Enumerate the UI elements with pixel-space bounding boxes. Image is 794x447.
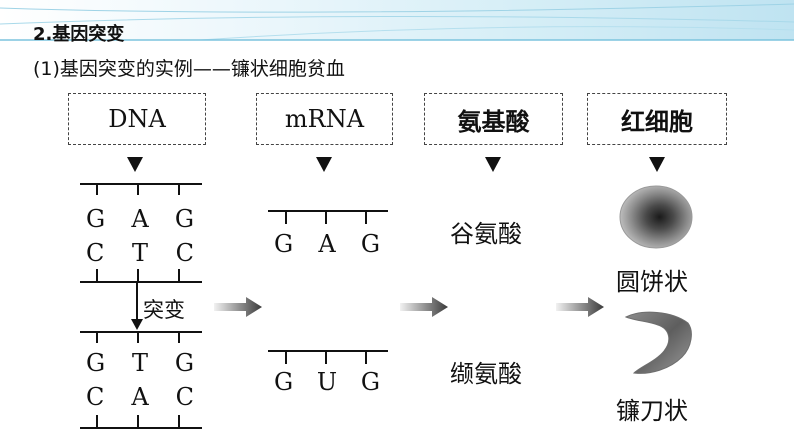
dna-tick: [178, 269, 180, 281]
dna-bottom-backbone: [80, 281, 202, 283]
box-amino-acid: 氨基酸: [424, 93, 563, 145]
right-arrow-icon: [556, 297, 604, 317]
mrna-mutant-codon: G U G: [274, 368, 380, 396]
down-arrow-dna: [127, 157, 143, 172]
down-arrow-red-cell: [649, 157, 665, 172]
dna-mutant-top-strand: G T G: [86, 349, 194, 377]
mutation-arrow-shaft: [136, 283, 138, 323]
base: G: [274, 368, 294, 396]
dna-tick: [137, 269, 139, 281]
mrna-mutant: G U G: [268, 350, 388, 400]
section-title: 2.基因突变: [33, 24, 125, 45]
mrna-tick: [365, 210, 367, 224]
base: G: [174, 349, 194, 377]
base: C: [175, 239, 194, 267]
red-cell-normal-label: 圆饼状: [616, 268, 688, 296]
dna-normal-top-strand: G A G: [86, 205, 194, 233]
base: G: [274, 230, 294, 258]
dna-normal: G A G C T C: [80, 183, 202, 283]
base: C: [86, 383, 105, 411]
mrna-tick: [365, 350, 367, 364]
mrna-tick: [285, 210, 287, 224]
dna-tick: [96, 183, 98, 195]
dna-mutant-bottom-strand: C A C: [86, 383, 194, 411]
dna-normal-bottom-strand: C T C: [86, 239, 194, 267]
down-arrow-amino-acid: [485, 157, 501, 172]
base: C: [175, 383, 194, 411]
right-arrow-icon: [214, 297, 262, 317]
dna-tick: [96, 331, 98, 343]
dna-tick: [178, 331, 180, 343]
header-decoration: [0, 3, 794, 41]
mrna-normal-codon: G A G: [274, 230, 380, 258]
mrna-tick: [285, 350, 287, 364]
base: G: [360, 230, 380, 258]
base: A: [131, 205, 149, 233]
base: G: [86, 349, 106, 377]
base: C: [86, 239, 105, 267]
disc-red-cell-image: [619, 185, 693, 249]
base: A: [131, 383, 149, 411]
base: G: [86, 205, 106, 233]
dna-mutant: G T G C A C: [80, 331, 202, 431]
dna-tick: [178, 183, 180, 195]
mrna-backbone: [268, 210, 388, 212]
dna-top-backbone: [80, 331, 202, 333]
dna-tick: [178, 415, 180, 427]
dna-tick: [137, 415, 139, 427]
box-mrna: mRNA: [256, 93, 393, 145]
base: A: [318, 230, 336, 258]
base: U: [316, 368, 338, 396]
sickle-red-cell-image: [624, 311, 692, 374]
subtitle: (1)基因突变的实例——镰状细胞贫血: [33, 58, 345, 80]
dna-tick: [96, 415, 98, 427]
mutation-arrow-head: [131, 319, 143, 330]
box-dna: DNA: [68, 93, 206, 145]
base: T: [131, 239, 148, 267]
mrna-normal: G A G: [268, 210, 388, 260]
mrna-tick: [325, 350, 327, 364]
mrna-tick: [325, 210, 327, 224]
base: G: [360, 368, 380, 396]
dna-tick: [137, 331, 139, 343]
amino-acid-mutant: 缬氨酸: [450, 360, 522, 388]
down-arrow-mrna: [316, 157, 332, 172]
base: T: [131, 349, 148, 377]
right-arrow-icon: [400, 297, 448, 317]
dna-tick: [96, 269, 98, 281]
mutation-label: 突变: [143, 298, 185, 322]
amino-acid-normal: 谷氨酸: [450, 220, 522, 248]
box-red-cell: 红细胞: [587, 93, 727, 145]
red-cell-mutant-label: 镰刀状: [616, 397, 688, 425]
dna-bottom-backbone: [80, 427, 202, 429]
mrna-backbone: [268, 350, 388, 352]
base: G: [174, 205, 194, 233]
dna-top-backbone: [80, 183, 202, 185]
dna-tick: [137, 183, 139, 195]
